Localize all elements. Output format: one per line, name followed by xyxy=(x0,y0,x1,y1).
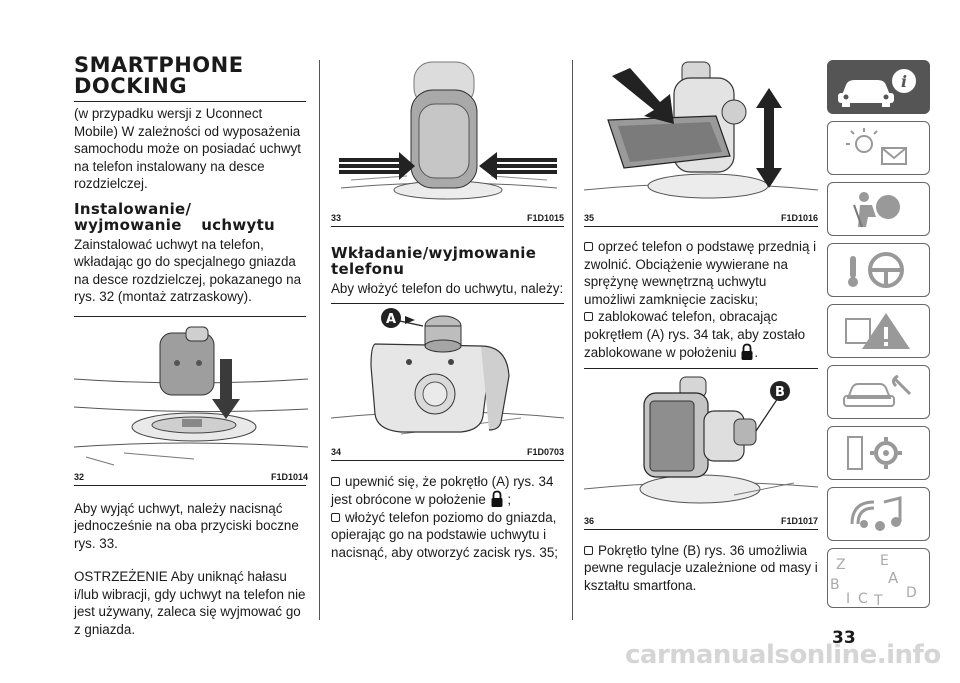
figure-code: F1D1015 xyxy=(526,213,564,223)
footer-watermark: carmanualsonline.info xyxy=(625,640,941,670)
lock-closed-icon xyxy=(491,490,503,507)
bullet-item: upewnić się, że pokrętło (A) rys. 34 jes… xyxy=(331,473,554,507)
figure-35-caption: 35 F1D1016 xyxy=(584,213,818,223)
figure-number: 33 xyxy=(331,213,342,223)
svg-text:i: i xyxy=(901,72,907,91)
figure-33 xyxy=(331,60,564,210)
title-rule xyxy=(74,101,306,102)
figure-32-image xyxy=(73,326,309,465)
bullet-item: zablokować telefon, obracając pokrętłem … xyxy=(584,309,806,360)
index-letter: B xyxy=(830,577,840,593)
page-number: 33 xyxy=(832,628,856,648)
figure-code: F1D1014 xyxy=(270,471,308,482)
figure-36: B xyxy=(583,371,819,513)
column-separator xyxy=(572,60,573,620)
car-info-icon: i xyxy=(838,69,916,107)
index-letter: E xyxy=(880,553,889,569)
figure-32-caption: 32 F1D1014 xyxy=(74,472,308,482)
subsection-title-line2: telefonu xyxy=(331,260,405,278)
tab-servicing[interactable] xyxy=(827,365,930,419)
figure-33-caption: 33 F1D1015 xyxy=(331,213,564,223)
dashboard-lights-icon xyxy=(846,128,907,165)
figure-top-rule xyxy=(331,302,564,304)
figure-34: A xyxy=(330,306,565,444)
figure-34-caption: 34 F1D0703 xyxy=(331,447,564,457)
figure-bottom-rule xyxy=(331,226,564,227)
bullet-icon xyxy=(331,476,340,486)
tab-technical-data[interactable] xyxy=(827,426,930,480)
car-service-icon xyxy=(843,374,912,407)
figure-32 xyxy=(73,319,309,469)
index-letter: D xyxy=(906,585,917,601)
remove-paragraph: Aby wyjąć uchwyt, należy nacisnąć jednoc… xyxy=(74,500,299,551)
figure-number: 36 xyxy=(584,515,595,526)
column-separator xyxy=(319,60,320,620)
figure-35-image xyxy=(583,61,819,199)
subsection-title-line2: wyjmowanie uchwytu xyxy=(74,215,276,234)
index-letter: I xyxy=(846,591,850,607)
steering-wheel-icon xyxy=(848,252,904,288)
figure-35 xyxy=(583,60,819,210)
figure-number: 35 xyxy=(584,213,595,223)
multimedia-icon xyxy=(850,496,902,531)
index-letter: Z xyxy=(836,557,846,573)
column-3: 35 F1D1016 oprzeć telefon o podstawę prz… xyxy=(583,60,819,594)
callout-a-label: A xyxy=(386,312,396,327)
warning-paragraph: OSTRZEŻENIE Aby uniknąć hałasu i/lub wib… xyxy=(74,569,306,637)
callout-b-label: B xyxy=(775,385,785,400)
tab-index[interactable]: Z E B A I C T D xyxy=(827,548,930,609)
section-title-line1: SMARTPHONE xyxy=(74,53,244,77)
subsection-title-line1: Wkładanie/wyjmowanie xyxy=(331,244,537,262)
tab-car-info[interactable]: i xyxy=(827,60,930,114)
bullet-item: włożyć telefon poziomo do gniazda, opier… xyxy=(331,509,558,560)
lead-paragraph: Aby włożyć telefon do uchwytu, należy: xyxy=(331,281,564,296)
figure-top-rule xyxy=(74,315,306,317)
tab-multimedia[interactable] xyxy=(827,487,930,541)
airbag-safety-icon xyxy=(853,192,900,228)
figure-top-rule xyxy=(584,367,818,369)
index-letter: C xyxy=(858,591,868,607)
figure-code: F1D1016 xyxy=(780,213,818,223)
tab-starting-driving[interactable] xyxy=(827,243,930,297)
column-1: SMARTPHONE DOCKING (w przypadku wersji z… xyxy=(73,53,309,638)
technical-data-icon xyxy=(847,436,902,470)
figure-code: F1D0703 xyxy=(526,446,564,457)
figure-36-caption: 36 F1D1017 xyxy=(584,516,818,526)
section-title-line2: DOCKING xyxy=(74,74,188,98)
tab-emergency[interactable] xyxy=(827,304,930,358)
index-icon: Z E B A I C T D xyxy=(830,553,917,609)
tab-dashboard-lights[interactable] xyxy=(827,121,930,175)
figure-34-image: A xyxy=(330,307,565,434)
figure-36-image: B xyxy=(583,376,819,503)
figure-bottom-rule xyxy=(584,226,818,227)
column-2: 33 F1D1015 Wkładanie/wyjmowanie telefonu… xyxy=(330,60,565,561)
bullet-icon xyxy=(331,512,340,522)
bullet-item: oprzeć telefon o podstawę przednią i zwo… xyxy=(584,239,817,307)
index-letter: A xyxy=(888,569,899,587)
warning-road-icon xyxy=(845,313,910,349)
tab-safety[interactable] xyxy=(827,182,930,236)
bullet-icon xyxy=(584,312,593,321)
figure-bottom-rule xyxy=(331,459,564,461)
intro-paragraph: (w przypadku wersji z Uconnect Mobile) W… xyxy=(74,106,302,191)
install-paragraph: Zainstalować uchwyt na telefon, wkładają… xyxy=(74,236,302,305)
figure-33-image xyxy=(339,61,558,200)
bullet-item: Pokrętło tylne (B) rys. 36 umożliwia pew… xyxy=(584,542,818,593)
subsection-title-line1: Instalowanie/ xyxy=(74,199,192,218)
bullet-icon xyxy=(584,242,593,251)
index-letter: T xyxy=(873,593,883,607)
lock-closed-icon xyxy=(741,343,753,360)
figure-code: F1D1017 xyxy=(780,515,818,526)
figure-bottom-rule xyxy=(584,528,818,530)
bullet-icon xyxy=(584,545,593,555)
figure-number: 32 xyxy=(74,471,85,482)
figure-number: 34 xyxy=(331,446,342,457)
figure-bottom-rule xyxy=(74,484,306,486)
